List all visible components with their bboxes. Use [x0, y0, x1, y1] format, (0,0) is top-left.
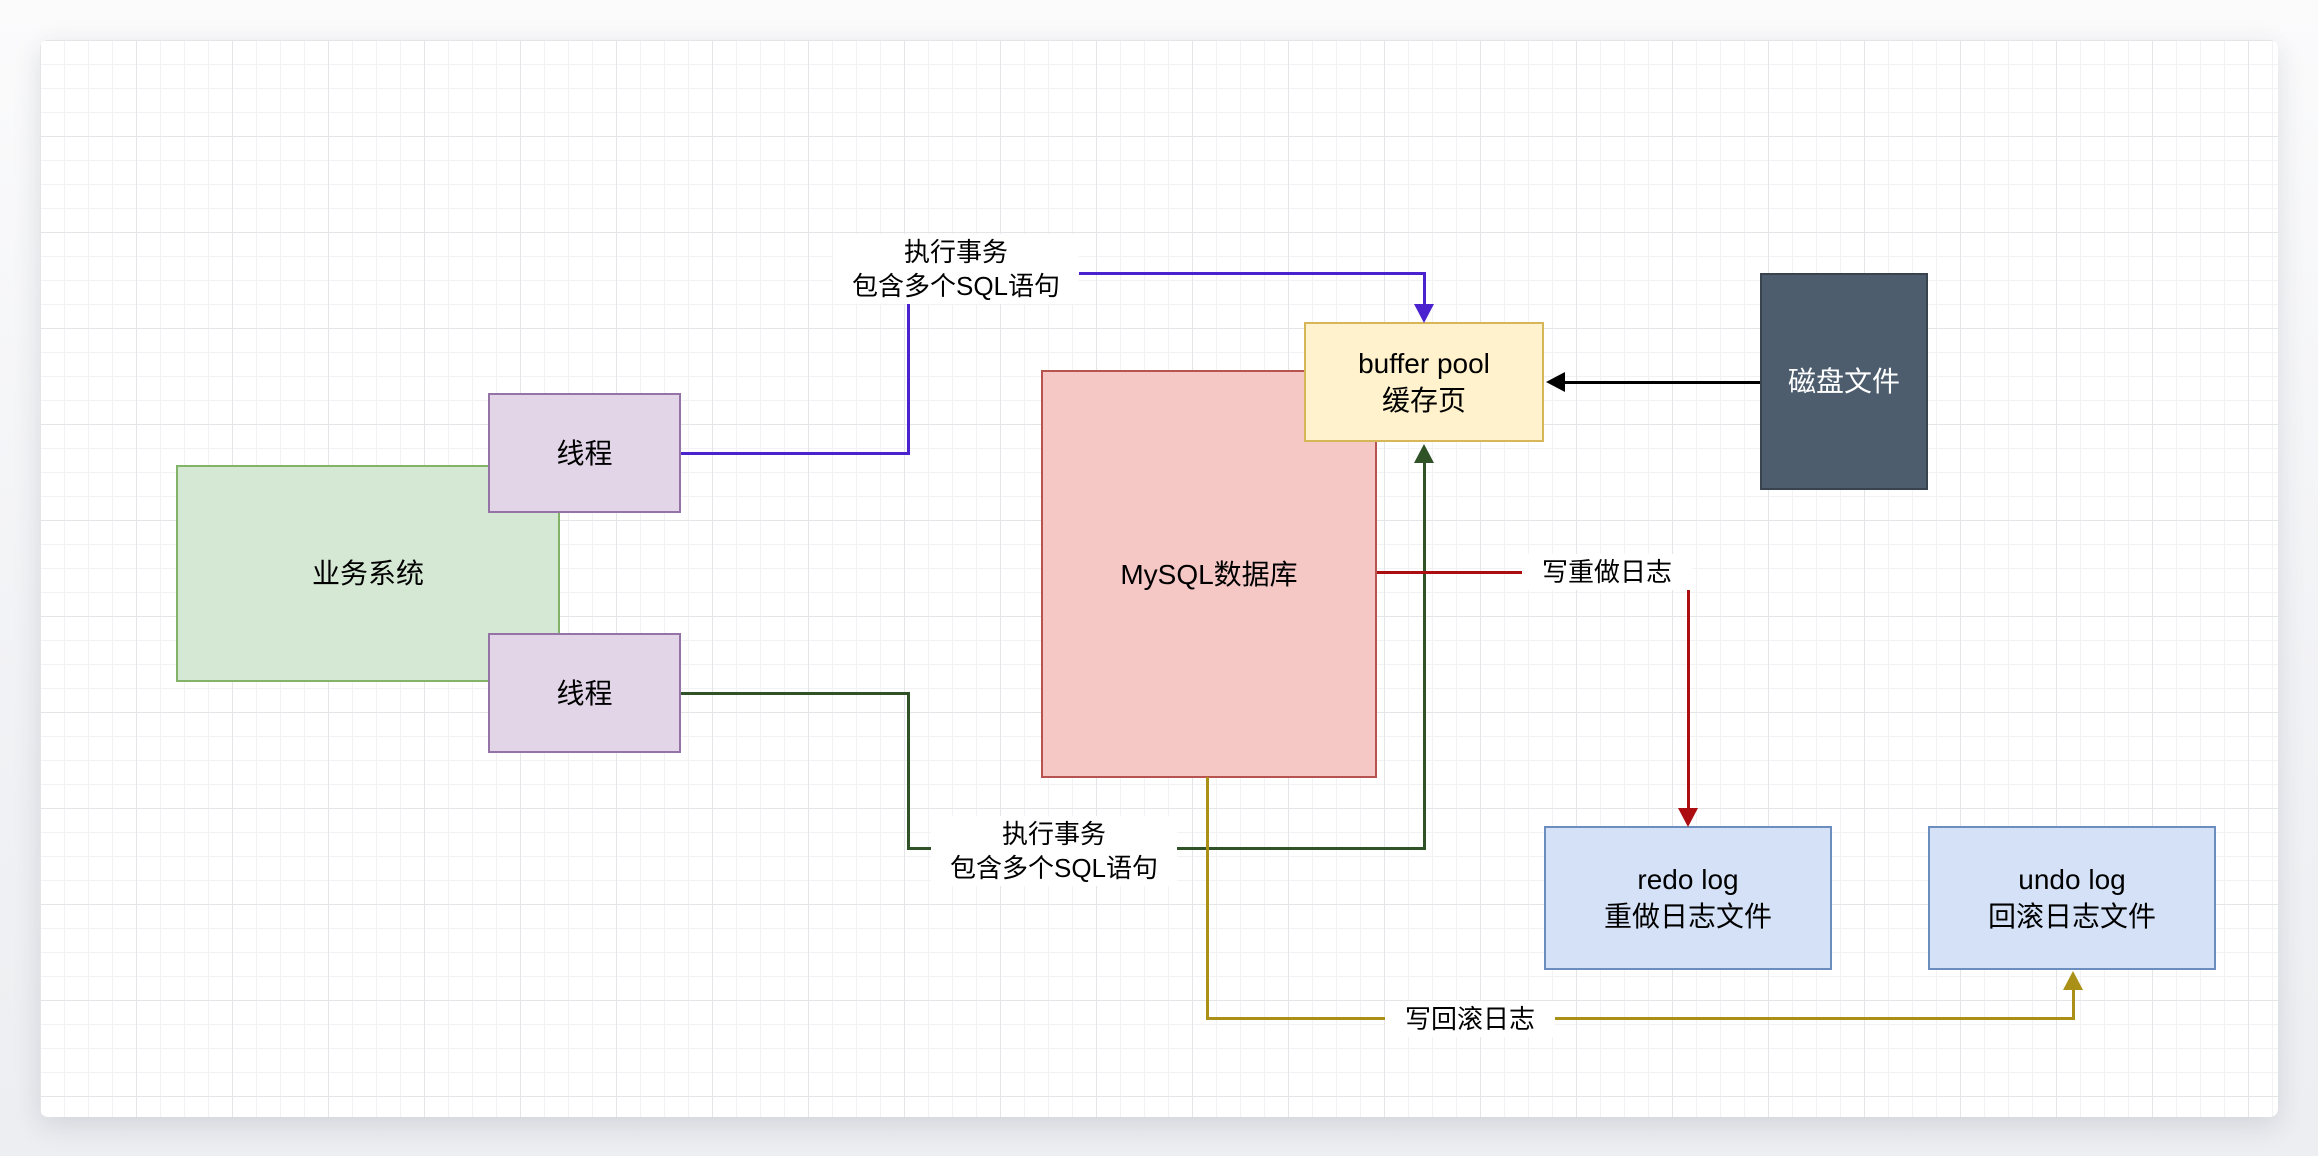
edge-label-write-redo-log: 写重做日志 [1522, 554, 1692, 590]
edge-segment [907, 692, 910, 850]
node-thread-bottom-label: 线程 [556, 677, 613, 709]
arrowhead-left-icon [1546, 372, 1565, 392]
node-undo-log-label-line1: undo log [2018, 864, 2126, 895]
edge-segment [2072, 989, 2075, 1020]
edge-label-execute-transaction-bottom: 执行事务 包含多个SQL语句 [931, 816, 1177, 886]
edge-label-line: 执行事务 [1001, 819, 1106, 849]
edge-label-line: 包含多个SQL语句 [851, 271, 1061, 301]
edge-label-execute-transaction-top: 执行事务 包含多个SQL语句 [833, 234, 1079, 304]
arrowhead-up-icon [1414, 444, 1434, 463]
edge-label-line: 执行事务 [903, 237, 1008, 267]
edge-segment [681, 452, 910, 455]
edge-segment [907, 272, 1426, 275]
node-thread-bottom: 线程 [488, 633, 681, 753]
node-undo-log-label-line2: 回滚日志文件 [1987, 901, 2156, 932]
node-disk-file: 磁盘文件 [1760, 273, 1928, 490]
arrowhead-down-icon [1414, 304, 1434, 323]
edge-segment [1423, 272, 1426, 305]
edge-segment [681, 692, 910, 695]
edge-segment [1564, 381, 1760, 384]
edge-label-write-undo-log: 写回滚日志 [1385, 1001, 1555, 1037]
node-buffer-pool-label-line2: 缓存页 [1381, 385, 1466, 416]
arrowhead-down-icon [1678, 808, 1698, 827]
arrowhead-up-icon [2063, 971, 2083, 990]
edge-segment [907, 272, 910, 455]
node-business-system-label: 业务系统 [311, 558, 424, 589]
edge-segment [1423, 462, 1426, 850]
edge-segment [1206, 1017, 2075, 1020]
diagram-canvas: 业务系统 线程 线程 MySQL数据库 buffer pool 缓存页 磁盘文件… [40, 40, 2278, 1117]
edge-segment [1687, 571, 1690, 809]
edge-segment [1206, 777, 1209, 1020]
node-undo-log: undo log 回滚日志文件 [1928, 826, 2216, 970]
node-thread-top-label: 线程 [556, 437, 613, 469]
edge-label-line: 包含多个SQL语句 [949, 853, 1159, 883]
node-redo-log-label-line1: redo log [1637, 864, 1739, 895]
node-buffer-pool-label-line1: buffer pool [1358, 348, 1490, 379]
node-disk-file-label: 磁盘文件 [1787, 366, 1900, 397]
node-buffer-pool: buffer pool 缓存页 [1304, 322, 1544, 442]
node-redo-log: redo log 重做日志文件 [1544, 826, 1832, 970]
node-redo-log-label-line2: 重做日志文件 [1603, 901, 1772, 932]
node-thread-top: 线程 [488, 393, 681, 513]
node-mysql-database-label: MySQL数据库 [1120, 558, 1298, 590]
node-mysql-database: MySQL数据库 [1041, 370, 1377, 778]
